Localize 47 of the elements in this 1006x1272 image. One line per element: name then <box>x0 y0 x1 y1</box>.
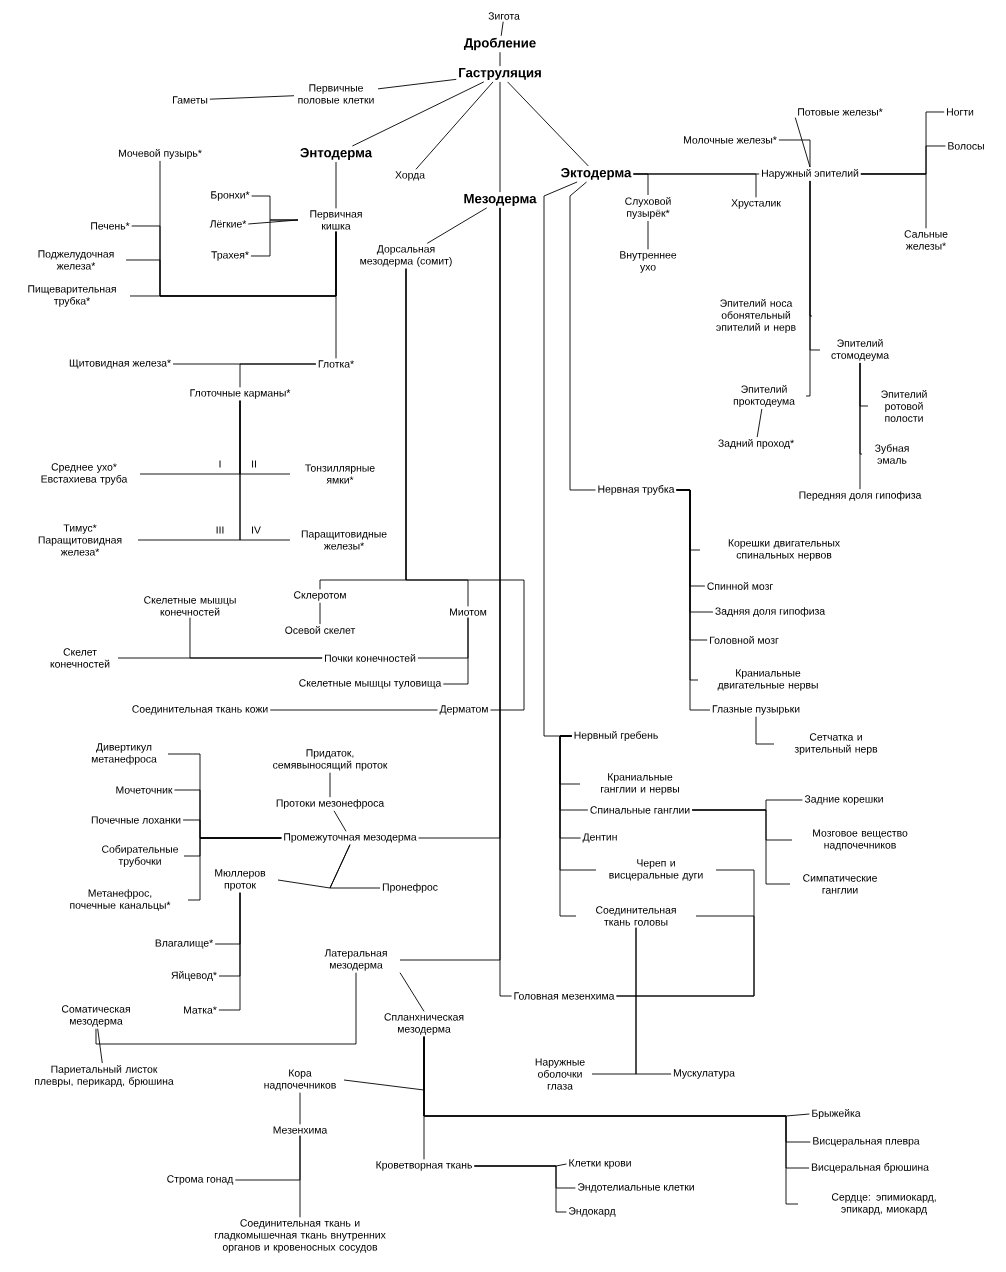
connector-line <box>442 617 469 685</box>
connector-line <box>676 489 711 711</box>
connector-line <box>405 268 525 711</box>
connector-line <box>299 1092 301 1125</box>
connector-line <box>319 602 321 625</box>
connector-line <box>426 207 488 244</box>
connector-line <box>95 972 357 1045</box>
connector-line <box>499 51 501 67</box>
connector-line <box>499 207 513 997</box>
connector-line <box>333 810 347 832</box>
connector-line <box>239 363 317 388</box>
connector-line <box>335 161 337 209</box>
connector-line <box>97 1028 103 1064</box>
connector-line <box>543 181 578 737</box>
connector-line <box>239 400 291 541</box>
connector-line <box>794 117 811 168</box>
connector-line <box>559 735 577 917</box>
connector-line <box>647 220 649 250</box>
connector-line <box>569 181 596 491</box>
connector-line <box>809 180 821 351</box>
connector-line <box>499 81 501 193</box>
connector-line <box>778 139 811 168</box>
connector-line <box>250 219 299 257</box>
connector-line <box>507 81 589 167</box>
connector-line <box>351 81 485 147</box>
connector-line <box>377 78 457 90</box>
connector-line <box>187 837 282 901</box>
connector-line <box>218 892 241 1011</box>
connector-line <box>860 173 927 229</box>
connector-line <box>859 362 861 490</box>
connector-line <box>755 716 775 745</box>
connector-line <box>329 772 331 798</box>
connector-line <box>756 408 763 438</box>
connector-line <box>399 972 425 1012</box>
connector-line <box>500 21 504 37</box>
connector-line <box>691 809 791 885</box>
connector-line <box>616 915 755 997</box>
connector-line <box>269 709 438 711</box>
connector-line <box>415 81 494 170</box>
connector-line <box>423 1036 799 1205</box>
connector-line <box>329 844 381 889</box>
connector-line <box>299 1135 301 1218</box>
connector-line <box>473 1165 567 1213</box>
connector-line <box>189 617 323 659</box>
connector-line <box>632 173 760 175</box>
connector-line <box>635 927 672 1075</box>
connector-line <box>209 95 295 100</box>
